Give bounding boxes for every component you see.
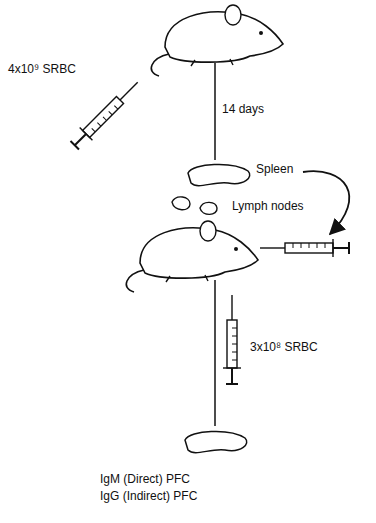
label-text: 3x10⁸ SRBC [250, 340, 318, 354]
time-line [214, 63, 216, 160]
syringe-symbol [223, 295, 241, 384]
label-text: IgG (Indirect) PFC [100, 489, 197, 503]
lymph-node-shape [200, 202, 217, 214]
syringe-symbol [68, 76, 144, 152]
label-text: 4x10⁹ SRBC [8, 62, 76, 76]
spleen-shape [185, 431, 247, 452]
lymph-node-shape [172, 197, 190, 210]
transfer-arrow [303, 171, 349, 234]
label-text: IgM (Direct) PFC [100, 472, 190, 486]
syringe-symbol [260, 239, 349, 257]
label-text: Spleen [256, 162, 293, 176]
mouse-figure [151, 5, 283, 76]
spleen-shape [188, 164, 250, 185]
time-line [214, 280, 216, 426]
label-text: 14 days [222, 102, 264, 116]
mouse-figure [126, 221, 258, 292]
label-text: Lymph nodes [232, 199, 304, 213]
